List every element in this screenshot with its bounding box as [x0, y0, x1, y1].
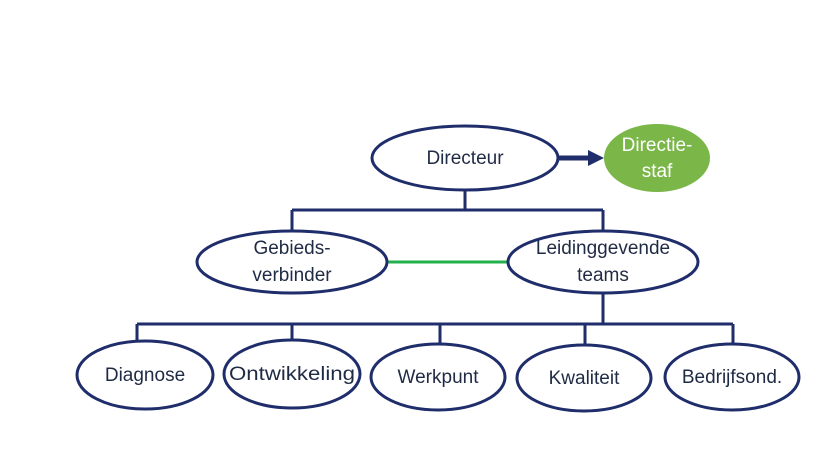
node-diagnose — [75, 339, 215, 411]
node-gebiedsverbinder — [195, 229, 389, 295]
label-directiestaf-line2: staf — [642, 161, 673, 182]
label-leidinggevende-teams-line1: Leidinggevende — [536, 238, 670, 259]
node-directeur — [370, 124, 560, 192]
node-bedrijfsond — [663, 342, 801, 412]
label-kwaliteit: Kwaliteit — [549, 368, 620, 389]
label-bedrijfsond: Bedrijfsond. — [682, 367, 782, 388]
label-ontwikkeling: Ontwikkeling — [229, 364, 355, 385]
node-kwaliteit — [515, 343, 653, 413]
label-werkpunt: Werkpunt — [398, 367, 480, 388]
node-werkpunt — [369, 342, 507, 412]
node-leidinggevende-teams — [506, 229, 700, 295]
node-ontwikkeling — [222, 338, 362, 410]
label-directeur: Directeur — [426, 148, 504, 169]
arrowhead-icon — [588, 150, 604, 166]
label-leidinggevende-teams-line2: teams — [577, 265, 629, 286]
label-gebiedsverbinder-line1: Gebieds- — [253, 238, 330, 259]
label-directiestaf-line1: Directie- — [622, 135, 693, 156]
label-gebiedsverbinder-line2: verbinder — [252, 265, 332, 286]
node-directiestaf — [604, 124, 710, 192]
label-diagnose: Diagnose — [105, 365, 185, 386]
